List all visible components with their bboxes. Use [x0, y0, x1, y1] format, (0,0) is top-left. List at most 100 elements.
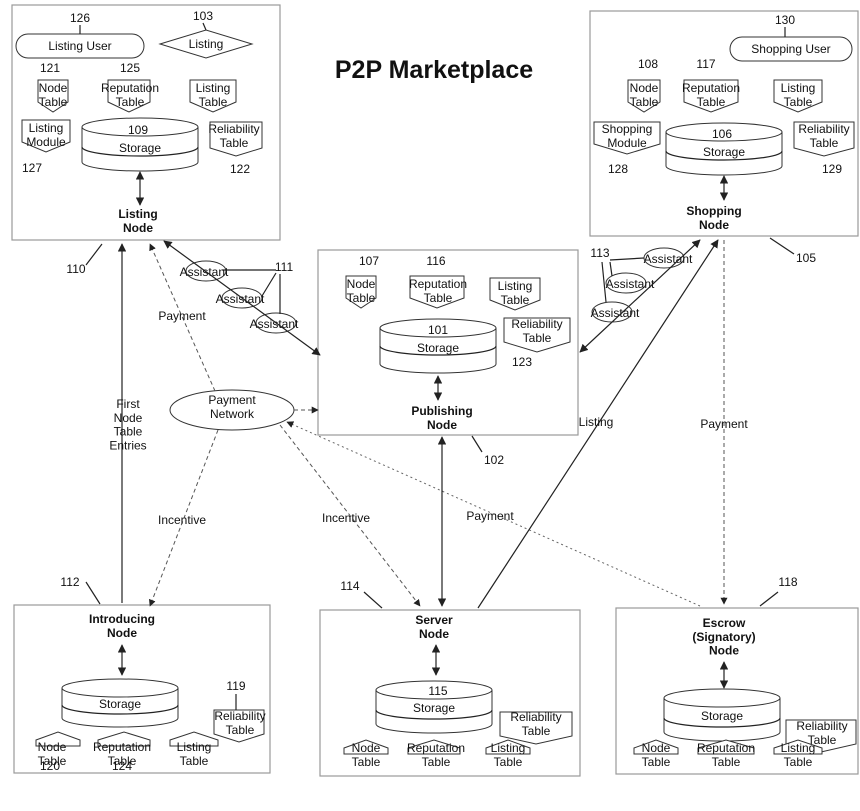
edge-label-payment-listing: Payment — [158, 309, 206, 323]
ref-publishing-node-table: 107 — [359, 254, 379, 268]
ref-listing-user: 126 — [70, 11, 90, 25]
listing-diamond-label: Listing — [189, 37, 224, 51]
listing-diamond — [158, 29, 254, 59]
ref-shopping-module: 128 — [608, 162, 628, 176]
escrow-node-title: Escrow(Signatory)Node — [692, 616, 755, 658]
text: Storage — [417, 341, 459, 355]
ref-shopping-node: 105 — [796, 251, 816, 265]
ref-assistants-left: 111 — [275, 260, 294, 274]
ref-introducing-node-table: 120 — [40, 759, 60, 773]
ref-listing-storage: 109 — [128, 123, 148, 137]
edge-label-payment-escrow-down: Payment — [700, 417, 748, 431]
text: Storage — [703, 145, 745, 159]
escrow-storage-icon: Storage — [663, 688, 781, 742]
ref-shopping-node-table: 108 — [638, 57, 658, 71]
ref-listing-reliability: 122 — [230, 162, 250, 176]
diagram-title: P2P Marketplace — [335, 56, 533, 84]
assistant-left-1-label: Assistant — [180, 265, 229, 279]
ref-introducing-node: 112 — [60, 575, 79, 589]
ref-server-node: 114 — [340, 579, 359, 593]
ref-server-storage: 115 — [428, 684, 447, 698]
ref-listing-module: 127 — [22, 161, 42, 175]
ref-shopping-reliability: 129 — [822, 162, 842, 176]
ref-shopping-reputation: 117 — [696, 57, 715, 71]
assistant-left-3-label: Assistant — [250, 317, 299, 331]
publishing-storage-icon: Storage — [379, 318, 497, 374]
text: Storage — [701, 709, 743, 723]
edge-label-payment-escrow: Payment — [466, 509, 514, 523]
listing-user-label: Listing User — [48, 39, 111, 53]
assistant-right-3-label: Assistant — [591, 306, 640, 320]
ref-introducing-reputation: 124 — [112, 759, 132, 773]
ref-listing-node: 110 — [66, 262, 85, 276]
text: Storage — [413, 701, 455, 715]
edge-label-incentive-introducing: Incentive — [158, 513, 206, 527]
shopping-storage-icon: Storage — [665, 122, 783, 176]
edge-label-listing: Listing — [579, 415, 614, 429]
edge-label-incentive-server: Incentive — [322, 511, 370, 525]
ref-publishing-reliability: 123 — [512, 355, 532, 369]
text: Storage — [99, 697, 141, 711]
ref-listing-node-table: 121 — [40, 61, 60, 75]
server-storage-icon: Storage — [375, 680, 493, 734]
ref-escrow-node: 118 — [778, 575, 797, 589]
shopping-user-label: Shopping User — [751, 42, 830, 56]
ref-publishing-reputation: 116 — [426, 254, 445, 268]
ref-assistants-right: 113 — [590, 246, 609, 260]
listing-storage-icon: Storage — [81, 117, 199, 172]
ref-publishing-node: 102 — [484, 453, 504, 467]
ref-listing-diamond: 103 — [193, 9, 213, 23]
shopping-user-oval — [729, 36, 853, 62]
ref-introducing-reliability: 119 — [226, 679, 245, 693]
